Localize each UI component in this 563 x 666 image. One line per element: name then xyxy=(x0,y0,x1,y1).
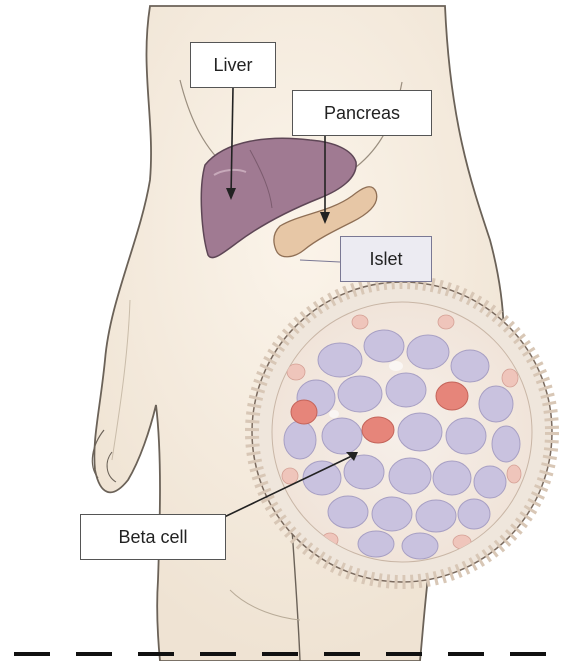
liver-label: Liver xyxy=(190,42,276,88)
pancreas-label: Pancreas xyxy=(292,90,432,136)
islet-label: Islet xyxy=(340,236,432,282)
beta-cell-label: Beta cell xyxy=(80,514,226,560)
islet-magnification xyxy=(252,282,552,582)
